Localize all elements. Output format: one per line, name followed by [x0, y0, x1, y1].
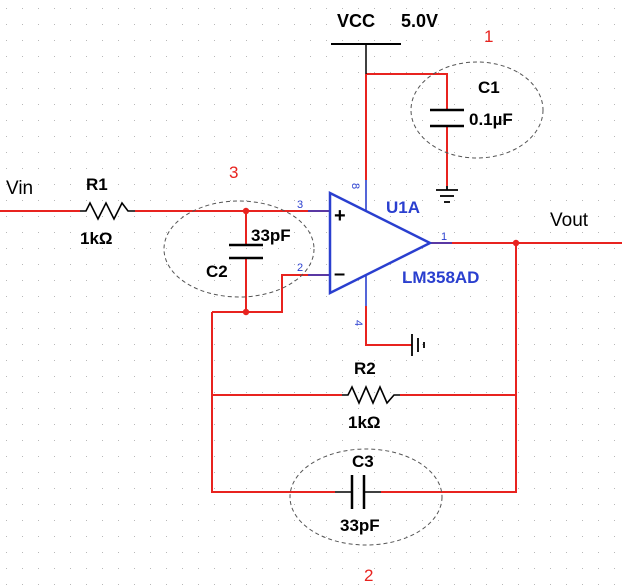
wire-feedback-left	[211, 312, 335, 493]
resistor-r1-zigzag	[80, 201, 135, 221]
r1-ref: R1	[86, 175, 108, 194]
vcc-label: VCC	[337, 11, 375, 31]
ground-c1	[436, 186, 458, 203]
capacitor-c3: C3 33pF	[289, 448, 443, 546]
pin-2-label: 2	[297, 262, 303, 274]
annotation-1: 1	[484, 27, 493, 46]
c3-highlight-ellipse	[289, 448, 443, 546]
opamp-plus-sign: +	[334, 205, 346, 227]
resistor-r2-zigzag	[342, 385, 400, 405]
capacitor-c1: C1 0.1µF	[410, 61, 544, 159]
pin-8-label: 8	[349, 183, 361, 189]
c1-ref: C1	[478, 78, 500, 97]
annotation-3: 3	[229, 163, 238, 182]
c2-value: 33pF	[251, 226, 291, 245]
vout-label: Vout	[550, 210, 589, 231]
c2-ref: C2	[206, 262, 228, 281]
node-output	[512, 239, 520, 247]
wire-c3-right	[381, 243, 517, 493]
opamp-part: LM358AD	[402, 268, 479, 287]
c1-value: 0.1µF	[469, 110, 513, 129]
c3-ref: C3	[352, 452, 374, 471]
grid-dots	[6, 8, 615, 585]
annotation-2: 2	[364, 566, 373, 585]
vcc-value: 5.0V	[401, 11, 438, 31]
node-input	[242, 207, 250, 215]
wire-c1	[366, 73, 448, 110]
resistor-r2: R2 1kΩ	[342, 359, 400, 432]
wire-inv-input	[212, 274, 330, 313]
node-inverting	[242, 308, 250, 316]
c1-highlight-ellipse	[410, 61, 544, 159]
r1-value: 1kΩ	[80, 229, 113, 248]
pin-3-label: 3	[297, 199, 303, 211]
c3-value: 33pF	[340, 516, 380, 535]
r2-ref: R2	[354, 359, 376, 378]
nodes	[242, 207, 520, 316]
wires	[0, 73, 622, 493]
opamp-u1a: + – 3 2 1 8 4 U1A LM358AD	[297, 180, 479, 326]
vcc-supply: VCC 5.0V	[331, 11, 438, 74]
wire-gnd-pin4	[365, 306, 412, 346]
ground-pin4	[411, 334, 425, 356]
capacitor-c2: 33pF C2	[163, 200, 315, 298]
pin-1-label: 1	[441, 231, 447, 243]
r2-value: 1kΩ	[348, 413, 381, 432]
opamp-triangle	[328, 190, 433, 296]
c2-highlight-ellipse	[163, 200, 315, 298]
opamp-ref: U1A	[386, 198, 420, 217]
pin-4-label: 4	[352, 320, 364, 326]
vin-label: Vin	[6, 178, 33, 199]
resistor-r1: R1 1kΩ	[80, 175, 135, 248]
opamp-minus-sign: –	[334, 263, 345, 285]
